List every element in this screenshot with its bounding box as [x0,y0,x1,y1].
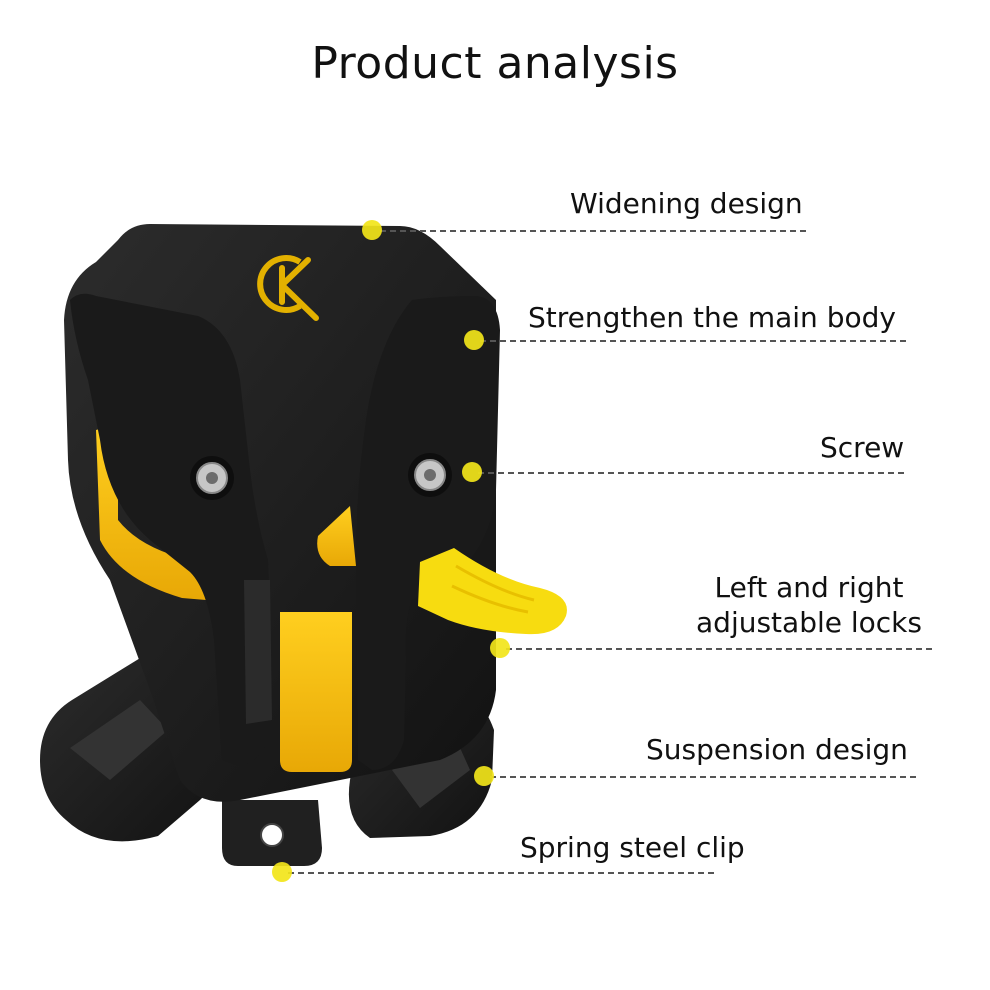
callout-label-locks-line1: Left and right [714,571,904,604]
spring-steel-clip [222,800,322,866]
center-yellow-pad [280,612,352,772]
right-arm [356,296,500,770]
callout-dot-suspension [474,766,494,786]
right-screw [408,453,452,497]
adjustable-lock-lever [418,548,567,635]
leader-line-clip [288,872,714,874]
leader-line-widening [380,230,806,232]
callout-label-strengthen: Strengthen the main body [528,301,896,334]
leader-line-screw [478,472,904,474]
leader-line-locks [506,648,932,650]
callout-label-locks-line2: adjustable locks [696,606,922,639]
page-title: Product analysis [311,38,679,89]
callout-label-suspension: Suspension design [646,733,908,766]
g-logo-icon [257,255,319,321]
callout-label-locks: Left and right adjustable locks [692,570,926,640]
left-arm [70,293,272,766]
callout-dot-widening [362,220,382,240]
callout-label-screw: Screw [820,431,905,464]
callout-label-widening: Widening design [570,187,803,220]
left-yellow-lining [96,424,206,600]
callout-dot-clip [272,862,292,882]
leader-line-strengthen [480,340,906,342]
callout-dot-screw [462,462,482,482]
callout-label-clip: Spring steel clip [520,831,745,864]
callout-dot-locks [490,638,510,658]
leader-line-suspension [490,776,916,778]
left-screw [190,456,234,500]
callout-dot-strengthen [464,330,484,350]
